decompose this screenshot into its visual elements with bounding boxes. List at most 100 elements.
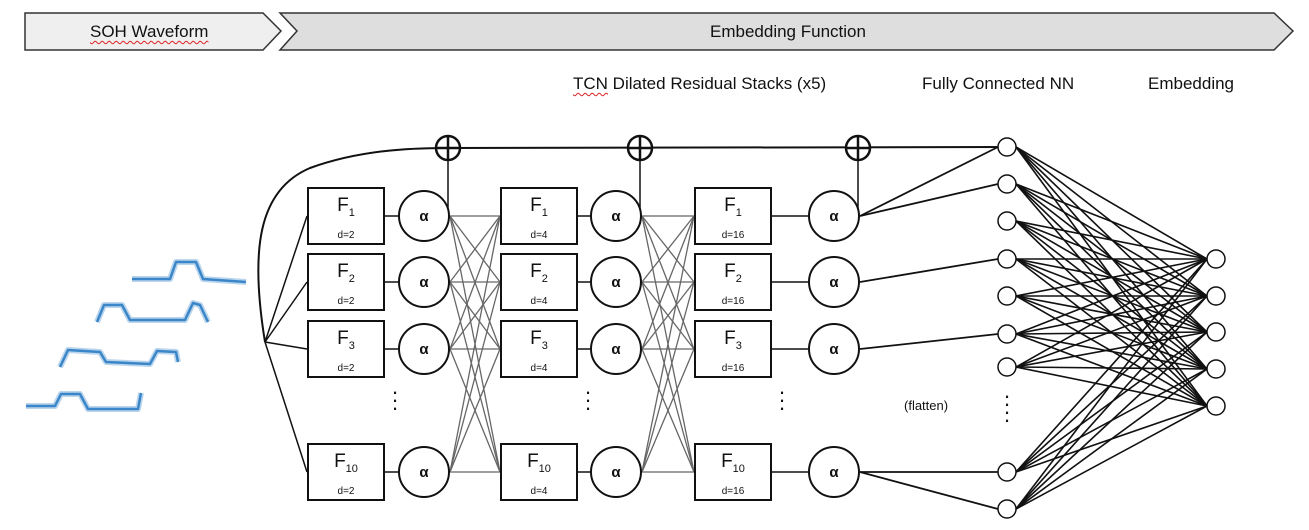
filter-label: F2 xyxy=(309,261,383,285)
cross-line-2-3-1 xyxy=(641,215,695,350)
filter-label: F2 xyxy=(502,261,576,285)
fc-neuron-5 xyxy=(997,286,1017,306)
filter-index: 10 xyxy=(345,462,358,475)
filter-index: 10 xyxy=(732,462,745,475)
filter-label: F1 xyxy=(696,195,770,219)
filter-name: F xyxy=(334,451,346,472)
dense-line-6-2 xyxy=(1015,295,1208,335)
fc-input-line-3 xyxy=(859,258,999,283)
cross-line-2-4-3 xyxy=(641,348,695,473)
filter-index: 1 xyxy=(348,206,355,219)
activation-circle: α xyxy=(808,256,860,308)
fc-input-line-4 xyxy=(859,333,999,350)
cross-line-2-2-1 xyxy=(641,215,695,283)
dense-line-9-5 xyxy=(1015,405,1208,510)
cross-line-2-4-1 xyxy=(641,215,695,473)
input-line-3 xyxy=(264,341,308,350)
filter-name: F xyxy=(724,261,736,282)
filter-label: F10 xyxy=(696,451,770,475)
activation-circle: α xyxy=(590,323,642,375)
dilation-label: d=2 xyxy=(337,363,355,374)
connection-lines xyxy=(257,146,1208,510)
dense-line-9-2 xyxy=(1015,295,1208,510)
embedding-function-title: Embedding Function xyxy=(710,22,866,41)
dense-line-9-1 xyxy=(1015,258,1208,510)
activation-circle: α xyxy=(398,446,450,498)
dense-line-1-1 xyxy=(1015,146,1208,260)
fc-input-line-1 xyxy=(859,146,999,217)
cross-line-2-3-2 xyxy=(641,281,695,350)
dense-line-7-5 xyxy=(1015,366,1208,407)
flatten-label: (flatten) xyxy=(904,398,949,413)
fc-neuron-9 xyxy=(997,499,1017,519)
dense-line-7-2 xyxy=(1015,295,1208,368)
embedding-section-label: Embedding xyxy=(1148,74,1235,93)
activation-circle: α xyxy=(590,446,642,498)
dense-line-7-1 xyxy=(1015,258,1208,368)
filter-index: 2 xyxy=(348,272,355,285)
fc-neuron-2 xyxy=(997,174,1017,194)
dense-line-6-1 xyxy=(1015,258,1208,335)
waveform-line-3 xyxy=(58,348,180,368)
cross-line-1-4-2 xyxy=(449,281,501,473)
dilation-label: d=16 xyxy=(721,486,745,497)
input-line-1 xyxy=(264,215,308,343)
filter-label: F3 xyxy=(696,328,770,352)
filter-index: 3 xyxy=(541,339,548,352)
filter-index: 2 xyxy=(541,272,548,285)
embedding-neuron-4 xyxy=(1206,359,1226,379)
filter-label: F10 xyxy=(502,451,576,475)
fc-neuron-3 xyxy=(997,211,1017,231)
dilation-label: d=4 xyxy=(530,363,548,374)
vertical-ellipsis: ··· xyxy=(778,379,786,420)
cross-line-2-4-2 xyxy=(641,281,695,473)
waveform-line-1 xyxy=(132,260,247,284)
activation-circle: α xyxy=(808,446,860,498)
input-line-4 xyxy=(264,341,308,473)
filter-name: F xyxy=(530,195,542,216)
dense-line-8-1 xyxy=(1015,258,1208,473)
filter-label: F1 xyxy=(309,195,383,219)
cross-line-1-4-1 xyxy=(449,215,501,473)
residual-top-line xyxy=(447,146,1008,149)
filter-name: F xyxy=(724,195,736,216)
activation-circle: α xyxy=(590,256,642,308)
cross-line-1-3-1 xyxy=(449,215,501,350)
activation-circle: α xyxy=(398,190,450,242)
activation-circle: α xyxy=(398,323,450,375)
fc-input-line-6 xyxy=(859,471,999,510)
filter-label: F10 xyxy=(309,451,383,475)
fc-neuron-1 xyxy=(997,137,1017,157)
dense-line-7-4 xyxy=(1015,366,1208,370)
fcnn-section-label: Fully Connected NN xyxy=(922,74,1075,93)
dense-line-7-3 xyxy=(1015,331,1208,368)
dilation-label: d=4 xyxy=(530,230,548,241)
embedding-neuron-1 xyxy=(1206,249,1226,269)
dense-line-6-5 xyxy=(1015,333,1208,407)
dense-line-9-4 xyxy=(1015,368,1208,510)
fc-neuron-7 xyxy=(997,357,1017,377)
embedding-function-banner xyxy=(278,12,1295,51)
filter-index: 3 xyxy=(348,339,355,352)
filter-label: F3 xyxy=(309,328,383,352)
filter-box: F10 d=16 xyxy=(694,443,772,501)
dense-line-6-4 xyxy=(1015,333,1208,370)
filter-label: F2 xyxy=(696,261,770,285)
filter-name: F xyxy=(530,261,542,282)
dilation-label: d=2 xyxy=(337,296,355,307)
filter-name: F xyxy=(530,328,542,349)
dilation-label: d=16 xyxy=(721,296,745,307)
fc-neuron-8 xyxy=(997,462,1017,482)
filter-name: F xyxy=(337,328,349,349)
filter-name: F xyxy=(724,328,736,349)
waveform-line-4 xyxy=(26,392,143,411)
filter-label: F3 xyxy=(502,328,576,352)
vertical-ellipsis: ··· xyxy=(391,379,399,420)
